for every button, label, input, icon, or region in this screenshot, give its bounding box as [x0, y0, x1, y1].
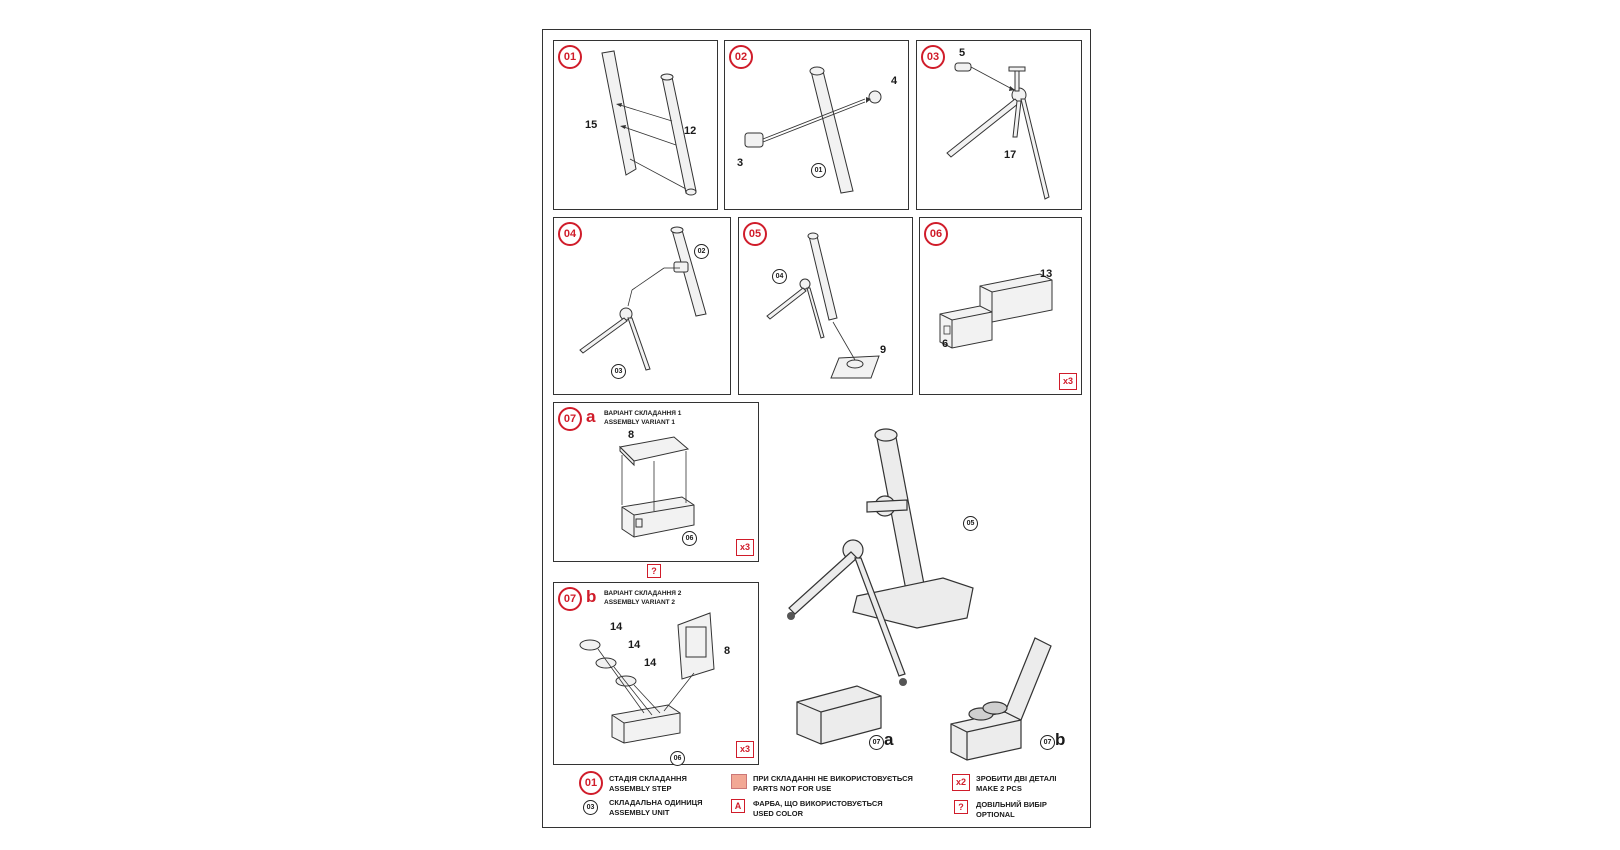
- assembly-unit-badge: 07: [1040, 735, 1055, 750]
- step-02-drawing: [744, 66, 882, 194]
- variant-letter: b: [586, 587, 597, 606]
- step-07b-drawing: [579, 612, 715, 744]
- part-number: 14: [644, 657, 657, 669]
- step-04-panel: 04 02 03: [553, 217, 731, 395]
- step-04-drawing: [579, 226, 707, 371]
- step-06-drawing: [939, 273, 1053, 349]
- step-07a-panel: 07 a ВАРІАНТ СКЛАДАННЯ 1 ASSEMBLY VARIAN…: [553, 402, 759, 562]
- legend-label-en: ASSEMBLY UNIT: [609, 808, 670, 817]
- part-number: 4: [891, 75, 898, 87]
- legend-label-uk: ЗРОБИТИ ДВІ ДЕТАЛІ: [976, 774, 1057, 783]
- step-07b-panel: 07 b ВАРІАНТ СКЛАДАННЯ 2 ASSEMBLY VARIAN…: [553, 582, 759, 766]
- legend-label-uk: СКЛАДАЛЬНА ОДИНИЦЯ: [609, 798, 703, 807]
- variant-letter: a: [586, 407, 596, 426]
- part-number: 14: [610, 621, 623, 633]
- variant-title-en: ASSEMBLY VARIANT 2: [604, 599, 676, 606]
- step-03-panel: 03 5 17: [916, 40, 1082, 210]
- part-number: 17: [1004, 149, 1017, 161]
- step-01-panel: 01 15 12: [553, 40, 718, 210]
- part-number: 13: [1040, 268, 1053, 280]
- step-05-drawing: [766, 232, 880, 379]
- legend-text: ФАРБА, ЩО ВИКОРИСТОВУЄТЬСЯ USED COLOR: [753, 799, 883, 819]
- legend-label-en: PARTS NOT FOR USE: [753, 784, 832, 793]
- assembly-unit-badge: 03: [611, 364, 626, 379]
- step-number-badge: 04: [558, 222, 582, 246]
- legend-text: ПРИ СКЛАДАННІ НЕ ВИКОРИСТОВУЄТЬСЯ PARTS …: [753, 774, 913, 794]
- step-07a-drawing: [618, 436, 695, 538]
- part-number: 3: [737, 157, 744, 169]
- variant-letter: b: [1055, 730, 1066, 749]
- legend-label-en: ASSEMBLY STEP: [609, 784, 672, 793]
- legend-label-en: OPTIONAL: [976, 810, 1015, 819]
- legend-label-uk: ПРИ СКЛАДАННІ НЕ ВИКОРИСТОВУЄТЬСЯ: [753, 774, 913, 783]
- legend-text: ЗРОБИТИ ДВІ ДЕТАЛІ MAKE 2 PCS: [976, 774, 1057, 794]
- variant-letter: a: [884, 730, 894, 749]
- legend-text: ДОВІЛЬНИЙ ВИБІР OPTIONAL: [976, 800, 1047, 820]
- legend-label-en: MAKE 2 PCS: [976, 784, 1022, 793]
- step-number-badge: 07: [558, 587, 582, 611]
- optional-symbol: ?: [954, 800, 968, 814]
- part-number: 14: [628, 639, 641, 651]
- final-assembly-drawing: [787, 428, 1052, 761]
- make-two-symbol: x2: [952, 774, 970, 791]
- multiplier-badge: x3: [736, 539, 754, 556]
- legend-label-uk: СТАДІЯ СКЛАДАННЯ: [609, 774, 687, 783]
- part-number: 8: [724, 645, 731, 657]
- legend-unit-symbol: 03: [583, 800, 598, 815]
- step-06-panel: 06 13 6 x3: [919, 217, 1082, 395]
- optional-badge: ?: [647, 564, 661, 578]
- variant-title-uk: ВАРІАНТ СКЛАДАННЯ 1: [604, 410, 682, 417]
- step-number-badge: 01: [558, 45, 582, 69]
- part-number: 15: [585, 119, 598, 131]
- legend-label-uk: ДОВІЛЬНИЙ ВИБІР: [976, 800, 1047, 809]
- assembly-unit-badge: 07: [869, 735, 884, 750]
- step-05-panel: 05 04 9: [738, 217, 913, 395]
- assembly-unit-badge: 06: [670, 751, 685, 766]
- step-number-badge: 02: [729, 45, 753, 69]
- step-01-drawing: [601, 50, 697, 196]
- step-number-badge: 06: [924, 222, 948, 246]
- step-number-badge: 05: [743, 222, 767, 246]
- part-number: 8: [628, 429, 635, 441]
- assembly-unit-badge: 04: [772, 269, 787, 284]
- legend-label-en: USED COLOR: [753, 809, 804, 818]
- legend-text: СКЛАДАЛЬНА ОДИНИЦЯ ASSEMBLY UNIT: [609, 798, 703, 818]
- not-used-color-swatch: [731, 774, 747, 789]
- legend-label-uk: ФАРБА, ЩО ВИКОРИСТОВУЄТЬСЯ: [753, 799, 883, 808]
- part-number: 5: [959, 47, 966, 59]
- part-number: 9: [880, 344, 887, 356]
- step-number-badge: 03: [921, 45, 945, 69]
- part-number: 6: [942, 338, 949, 350]
- used-color-symbol: A: [731, 799, 745, 813]
- legend-step-symbol: 01: [579, 771, 603, 795]
- part-number: 12: [684, 125, 697, 137]
- legend-text: СТАДІЯ СКЛАДАННЯ ASSEMBLY STEP: [609, 774, 687, 794]
- step-03-drawing: [946, 62, 1050, 200]
- assembly-unit-badge: 01: [811, 163, 826, 178]
- variant-title: ВАРІАНТ СКЛАДАННЯ 1 ASSEMBLY VARIANT 1: [604, 409, 681, 427]
- multiplier-badge: x3: [1059, 373, 1077, 390]
- instruction-sheet: 01 15 12 02 4 3 01: [542, 29, 1091, 828]
- assembly-unit-badge: 02: [694, 244, 709, 259]
- assembly-unit-badge: 05: [963, 516, 978, 531]
- variant-title: ВАРІАНТ СКЛАДАННЯ 2 ASSEMBLY VARIANT 2: [604, 589, 681, 607]
- step-02-panel: 02 4 3 01: [724, 40, 909, 210]
- variant-title-en: ASSEMBLY VARIANT 1: [604, 419, 676, 426]
- step-number-badge: 07: [558, 407, 582, 431]
- assembly-unit-badge: 06: [682, 531, 697, 546]
- variant-title-uk: ВАРІАНТ СКЛАДАННЯ 2: [604, 590, 682, 597]
- multiplier-badge: x3: [736, 741, 754, 758]
